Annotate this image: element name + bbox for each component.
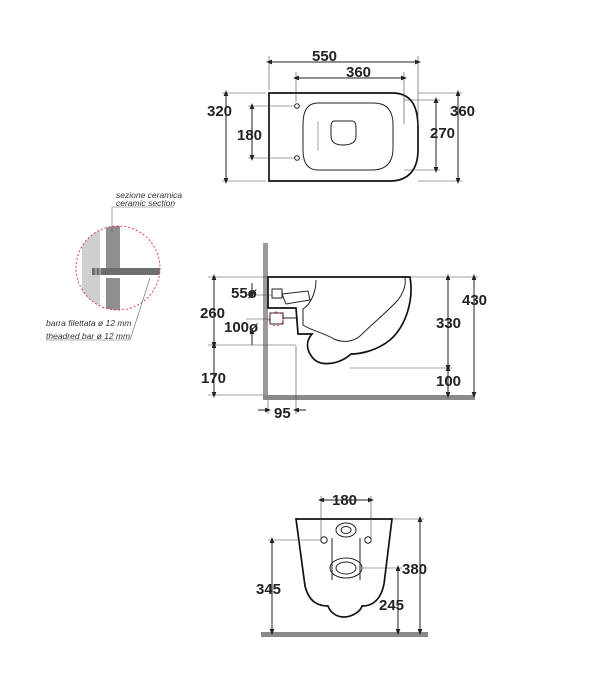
detail-ceramic: [106, 226, 120, 268]
detail-label-section-it: sezione ceramica: [116, 190, 182, 200]
side-dim-330: 330: [436, 315, 461, 332]
top-view-fixing-hole: [294, 103, 300, 109]
top-dim-360: 360: [346, 64, 371, 81]
top-view: 550 360 320 180 270 360: [207, 48, 475, 184]
rear-dim-180: 180: [332, 492, 357, 509]
rear-dim-245: 245: [379, 597, 404, 614]
top-dim-550: 550: [312, 48, 337, 65]
ceramic-section-detail: sezione ceramica ceramic section barra f…: [46, 190, 182, 341]
top-dim-180: 180: [237, 127, 262, 144]
top-view-bowl-opening: [302, 102, 394, 171]
side-dim-430: 430: [462, 292, 487, 309]
rear-dim-380: 380: [402, 561, 427, 578]
side-dim-100-right: 100: [436, 373, 461, 390]
top-view-bowl-outline: [268, 92, 419, 182]
side-view: 55ø 100ø 260 170 95 430 330 100: [200, 243, 487, 422]
top-dim-270: 270: [430, 125, 455, 142]
top-view-drain: [330, 120, 357, 146]
side-view-bowl-inner: [302, 277, 406, 342]
detail-label-bar-en: theadred bar ø 12 mm: [46, 331, 130, 341]
detail-label-bar-it: barra filettata ø 12 mm: [46, 318, 132, 328]
side-view-bowl-profile: [267, 276, 412, 365]
detail-label-section-en: ceramic section: [116, 198, 175, 208]
detail-highlight-circle: [75, 225, 161, 311]
side-dim-100: 100ø: [224, 319, 259, 336]
rear-view: 180 345 380 245: [256, 492, 428, 637]
top-view-fixing-hole: [294, 155, 300, 161]
side-dim-95: 95: [274, 405, 291, 422]
rear-view-floor: [261, 632, 428, 637]
rear-view-inlet: [335, 522, 357, 538]
side-dim-260: 260: [200, 305, 225, 322]
side-dim-55: 55ø: [231, 285, 258, 302]
side-view-floor: [263, 395, 475, 400]
top-dim-360-right: 360: [450, 103, 475, 120]
rear-view-fixing-hole: [364, 536, 372, 544]
detail-threaded-bar: [92, 268, 160, 275]
top-dim-320: 320: [207, 103, 232, 120]
side-dim-170: 170: [201, 370, 226, 387]
rear-dim-345: 345: [256, 581, 281, 598]
detail-wall: [82, 226, 100, 310]
